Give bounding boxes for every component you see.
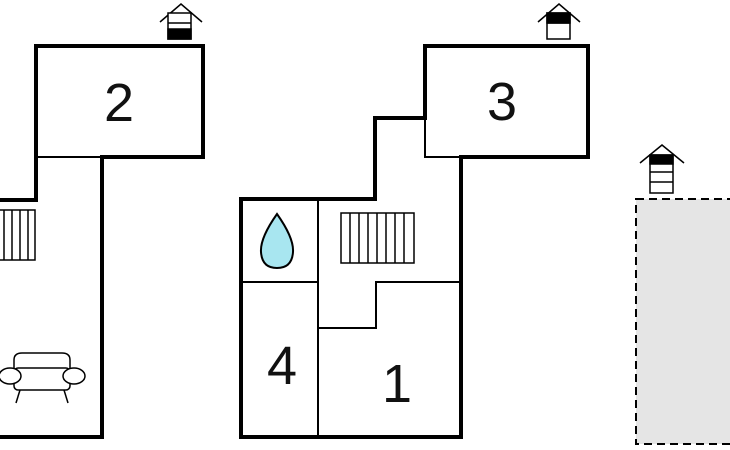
room-2-number: 2 <box>104 73 134 133</box>
house-icon <box>159 3 203 40</box>
left-building-walls <box>0 44 205 439</box>
room-3-divider <box>424 118 461 158</box>
room-4-number: 4 <box>267 336 297 396</box>
house-icon <box>537 3 581 40</box>
staircase-icon <box>340 212 415 264</box>
house-icon <box>639 144 685 194</box>
room-1-number: 1 <box>382 354 412 414</box>
middle-building <box>239 44 590 439</box>
water-drop-icon <box>259 212 295 270</box>
staircase-icon <box>0 209 36 261</box>
left-building <box>0 44 205 439</box>
room-3-number: 3 <box>487 72 517 132</box>
outdoor-area <box>635 198 730 445</box>
room-1-wall <box>318 281 461 329</box>
middle-building-walls <box>239 44 590 439</box>
sofa-icon <box>0 352 86 404</box>
